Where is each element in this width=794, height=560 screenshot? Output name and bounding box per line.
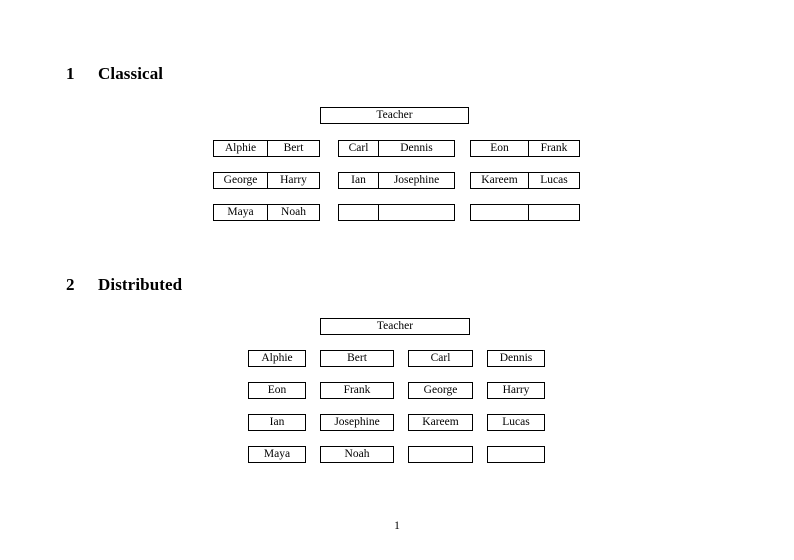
student-box-empty[interactable] xyxy=(408,446,473,463)
student-cell-empty[interactable] xyxy=(378,205,454,220)
student-box[interactable]: Frank xyxy=(320,382,394,399)
classical-middle-row-1[interactable]: Carl Dennis xyxy=(338,140,455,157)
classical-right-row-2[interactable]: Kareem Lucas xyxy=(470,172,580,189)
student-box[interactable]: Kareem xyxy=(408,414,473,431)
student-box[interactable]: Alphie xyxy=(248,350,306,367)
section-title: Distributed xyxy=(98,275,183,294)
student-box-empty[interactable] xyxy=(487,446,545,463)
section-number: 1 xyxy=(66,64,75,83)
section-number: 2 xyxy=(66,275,75,294)
student-cell[interactable]: Carl xyxy=(348,142,369,154)
classical-left-row-1[interactable]: Alphie Bert xyxy=(213,140,320,157)
student-cell[interactable]: Bert xyxy=(267,141,319,156)
student-box[interactable]: Josephine xyxy=(320,414,394,431)
page-number: 1 xyxy=(394,520,400,532)
classical-left-row-2[interactable]: George Harry xyxy=(213,172,320,189)
student-box[interactable]: Harry xyxy=(487,382,545,399)
student-cell[interactable]: Frank xyxy=(528,141,579,156)
student-box[interactable]: Dennis xyxy=(487,350,545,367)
teacher-box-classical[interactable]: Teacher xyxy=(320,107,469,124)
student-cell[interactable]: Eon xyxy=(490,142,509,154)
student-cell[interactable]: Noah xyxy=(267,205,319,220)
student-cell[interactable]: Josephine xyxy=(378,173,454,188)
student-cell[interactable]: Dennis xyxy=(378,141,454,156)
student-cell[interactable]: Harry xyxy=(267,173,319,188)
classical-middle-row-3[interactable] xyxy=(338,204,455,221)
student-box[interactable]: Eon xyxy=(248,382,306,399)
student-cell[interactable]: Kareem xyxy=(481,174,518,186)
student-box[interactable]: Carl xyxy=(408,350,473,367)
classical-left-row-3[interactable]: Maya Noah xyxy=(213,204,320,221)
classical-right-row-3[interactable] xyxy=(470,204,580,221)
student-box[interactable]: Lucas xyxy=(487,414,545,431)
student-box[interactable]: George xyxy=(408,382,473,399)
student-box[interactable]: Noah xyxy=(320,446,394,463)
student-cell[interactable]: Lucas xyxy=(528,173,579,188)
student-cell-empty[interactable] xyxy=(471,205,528,220)
student-cell[interactable]: Alphie xyxy=(224,142,257,154)
section-heading-classical: 1 Classical xyxy=(66,64,163,84)
student-cell[interactable]: Maya xyxy=(227,206,254,218)
classical-right-row-1[interactable]: Eon Frank xyxy=(470,140,580,157)
student-cell[interactable]: Ian xyxy=(351,174,366,186)
section-heading-distributed: 2 Distributed xyxy=(66,275,182,295)
student-box[interactable]: Ian xyxy=(248,414,306,431)
student-cell-empty[interactable] xyxy=(339,205,378,220)
student-cell[interactable]: George xyxy=(223,174,258,186)
section-title: Classical xyxy=(98,64,164,83)
student-box[interactable]: Bert xyxy=(320,350,394,367)
student-cell-empty[interactable] xyxy=(528,205,579,220)
classical-middle-row-2[interactable]: Ian Josephine xyxy=(338,172,455,189)
teacher-box-distributed[interactable]: Teacher xyxy=(320,318,470,335)
student-box[interactable]: Maya xyxy=(248,446,306,463)
